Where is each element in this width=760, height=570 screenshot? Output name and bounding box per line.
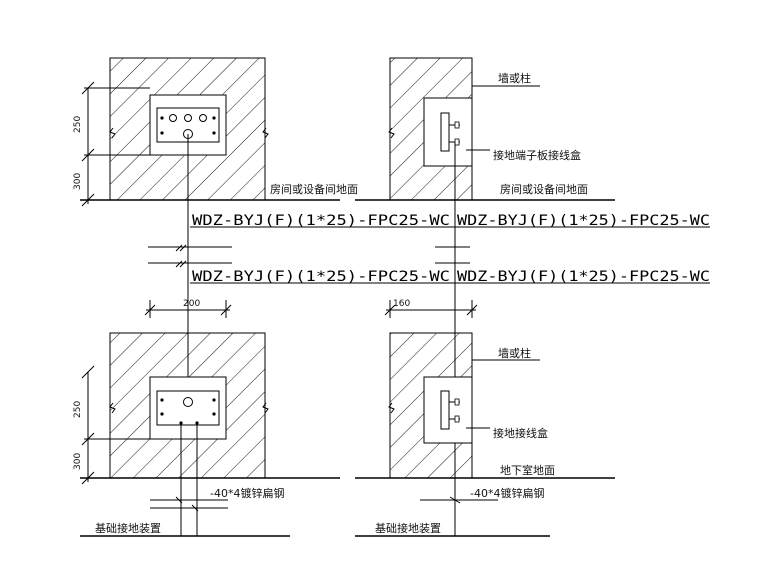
cable-spec: WDZ-BYJ(F)(1*25)-FPC25-WC (192, 269, 450, 285)
dim-200: 200 (183, 299, 200, 309)
ground-label: 基础接地装置 (375, 522, 441, 535)
cable-spec: WDZ-BYJ(F)(1*25)-FPC25-WC (457, 269, 710, 285)
cable-spec: WDZ-BYJ(F)(1*25)-FPC25-WC (457, 213, 710, 229)
break-mark (388, 127, 395, 139)
dim-160: 160 (393, 299, 410, 309)
bottom-left-detail: 200 250 300 -40*4镀锌扁钢 基础接地装置 (73, 299, 340, 537)
floor-label: 地下室地面 (500, 463, 555, 477)
terminal-plate (440, 390, 450, 430)
top-left-detail: 250 300 房间或设备间地面 (73, 57, 358, 207)
dim-300: 300 (73, 453, 83, 470)
bottom-right-detail: 160 墙或柱 接地接线盒 地下室地面 -40*4镀锌扁钢 基础接地装置 (355, 299, 615, 537)
cable-runs: WDZ-BYJ(F)(1*25)-FPC25-WC WDZ-BYJ(F)(1*2… (148, 134, 710, 536)
break-mark (388, 402, 395, 414)
box-label: 接地接线盒 (493, 426, 548, 440)
steel-label: -40*4镀锌扁钢 (470, 486, 544, 500)
dim-300: 300 (73, 173, 83, 190)
wall-label: 墙或柱 (498, 346, 531, 360)
cable-spec: WDZ-BYJ(F)(1*25)-FPC25-WC (192, 213, 450, 229)
wall-label: 墙或柱 (498, 71, 531, 85)
terminal-plate (156, 390, 220, 426)
bolts (449, 398, 460, 423)
terminal-plate (440, 112, 450, 152)
break-mark (262, 127, 269, 139)
floor-label: 房间或设备间地面 (500, 182, 588, 196)
top-right-detail: 墙或柱 接地端子板接线盒 房间或设备间地面 (355, 57, 615, 201)
ground-label: 基础接地装置 (95, 522, 161, 535)
break-mark (109, 127, 116, 139)
dim-250: 250 (73, 116, 83, 133)
floor-label: 房间或设备间地面 (270, 182, 358, 196)
box-label: 接地端子板接线盒 (493, 148, 581, 162)
steel-label: -40*4镀锌扁钢 (210, 486, 284, 500)
break-mark (262, 402, 269, 414)
dim-250: 250 (73, 401, 83, 418)
break-mark (109, 402, 116, 414)
